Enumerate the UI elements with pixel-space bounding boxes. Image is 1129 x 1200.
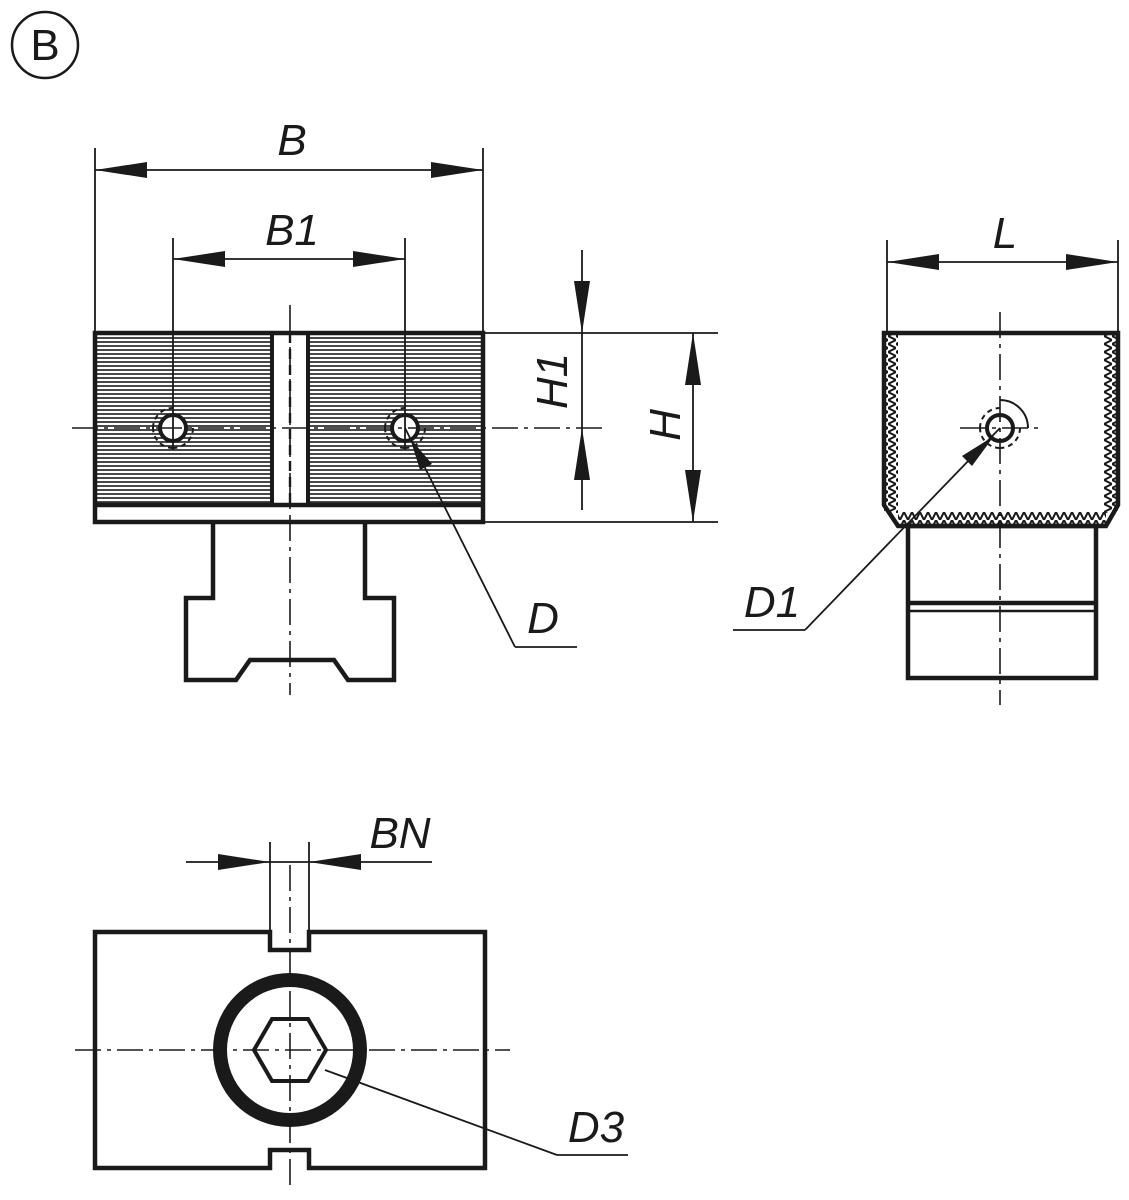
top-view: BN D3 — [75, 809, 628, 1190]
view-marker-label: B — [30, 21, 59, 70]
dim-h-label: H — [641, 409, 690, 441]
dim-b-arrow-right — [431, 162, 483, 178]
dim-l-label: L — [993, 209, 1017, 258]
dim-d1-label: D1 — [744, 578, 800, 627]
dim-b-label: B — [277, 116, 306, 165]
dim-l-arrow-right — [1066, 254, 1118, 270]
side-knurl-right — [1104, 333, 1118, 513]
front-t-nut-outline — [183, 522, 397, 683]
dim-d1-arrow — [962, 436, 994, 466]
dim-d-arrow — [410, 438, 432, 470]
dim-d3-leader — [324, 1069, 558, 1156]
dim-b1-arrow-left — [173, 251, 225, 267]
dim-d3-label: D3 — [568, 1103, 625, 1152]
dim-b1-label: B1 — [265, 206, 319, 255]
dim-d1-leader — [804, 427, 1001, 631]
dim-l-arrow-left — [887, 254, 939, 270]
front-view: B B1 H1 H D — [72, 116, 718, 695]
dim-h-arrow-bottom — [685, 470, 701, 522]
dim-d-label: D — [527, 594, 559, 643]
side-knurl-left — [884, 333, 898, 513]
dim-bn-arrow-right — [309, 854, 361, 870]
view-marker-circle — [10, 10, 80, 80]
top-body-outline — [92, 929, 488, 1171]
dim-h1-label: H1 — [528, 353, 577, 409]
side-knurl-bottom — [898, 512, 1106, 526]
view-marker: B — [10, 10, 80, 80]
dim-b1-arrow-right — [353, 251, 405, 267]
side-view: L D1 — [733, 209, 1121, 705]
dim-bn-label: BN — [369, 809, 430, 858]
dim-h1-arrow-top — [574, 281, 590, 333]
dim-b-arrow-left — [95, 162, 147, 178]
dim-h-arrow-top — [685, 333, 701, 385]
dim-bn-arrow-left — [218, 854, 270, 870]
dim-h1-arrow-bottom — [574, 428, 590, 480]
